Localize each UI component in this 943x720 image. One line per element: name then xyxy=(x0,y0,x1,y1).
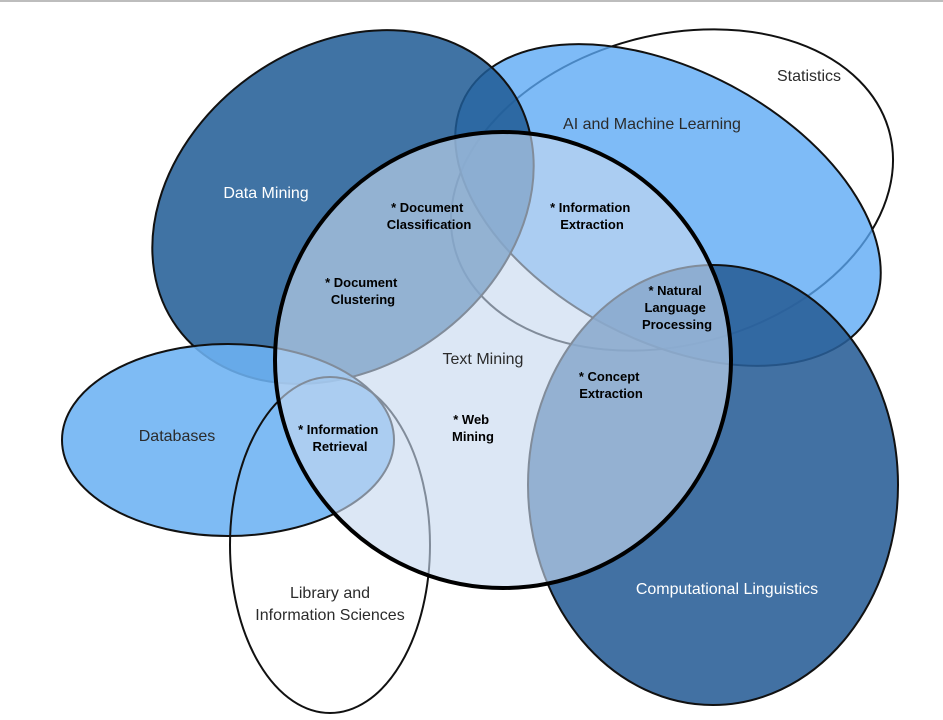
databases-label: Databases xyxy=(139,428,216,445)
library-label-line2: Information Sciences xyxy=(255,607,404,624)
document-clustering-label: * Document Clustering xyxy=(325,275,401,307)
text-mining-circle xyxy=(273,130,733,590)
statistics-label: Statistics xyxy=(777,68,841,85)
web-mining-label: * Web Mining xyxy=(452,412,494,444)
information-retrieval-label: * Information Retrieval xyxy=(298,422,382,454)
library-label-line1: Library and xyxy=(290,585,370,602)
computational-linguistics-label: Computational Linguistics xyxy=(636,581,818,598)
document-classification-label: * Document Classification xyxy=(387,200,472,232)
natural-language-processing-label: * Natural Language Processing xyxy=(642,283,712,332)
data-mining-label: Data Mining xyxy=(223,185,308,202)
ai-ml-label: AI and Machine Learning xyxy=(563,116,741,133)
concept-extraction-label: * Concept Extraction xyxy=(579,369,643,401)
text-mining-label: Text Mining xyxy=(443,351,524,368)
information-extraction-label: * Information Extraction xyxy=(550,200,634,232)
top-border xyxy=(0,0,943,2)
